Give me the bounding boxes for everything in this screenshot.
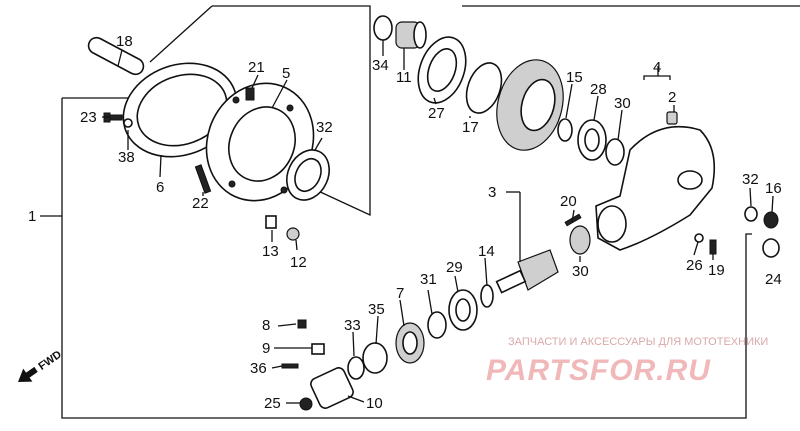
- part-11-bearing: [395, 21, 427, 49]
- part-33-circlip: [744, 206, 758, 222]
- callout-29: 29: [446, 259, 463, 276]
- part-3-pinion-gear: [495, 249, 559, 294]
- callout-7: 7: [396, 285, 404, 302]
- callout-27: 27: [428, 105, 445, 122]
- part-31-oil-seal-upper: [605, 138, 625, 166]
- callout-32: 32: [316, 119, 333, 136]
- part-8-nut: [297, 319, 307, 329]
- callout-16: 16: [765, 180, 782, 197]
- part-30-bearing: [569, 225, 591, 255]
- part-17-shim: [465, 62, 503, 114]
- callout-26: 26: [686, 257, 703, 274]
- part-37-bolt: [281, 363, 299, 369]
- callout-4: 4: [653, 59, 661, 76]
- callout-8: 8: [262, 317, 270, 334]
- callout-31-upper: 30: [614, 95, 631, 112]
- callout-19: 19: [708, 262, 725, 279]
- part-26-washer: [694, 233, 704, 243]
- callout-20: 20: [560, 193, 577, 210]
- part-16-nut: [763, 211, 779, 229]
- callout-21: 21: [248, 59, 265, 76]
- callout-31-lower: 31: [420, 271, 437, 288]
- part-38-washer: [123, 118, 133, 128]
- watermark-subtitle: ЗАПЧАСТИ И АКСЕССУАРЫ ДЛЯ МОТОТЕХНИКИ: [508, 336, 768, 348]
- callout-33: 32: [742, 171, 759, 188]
- callout-17: 17: [462, 119, 479, 136]
- part-19-bolt: [709, 239, 717, 255]
- part-36-o-ring: [362, 342, 388, 374]
- callout-12: 12: [290, 254, 307, 271]
- callout-22: 22: [192, 195, 209, 212]
- part-35-circlip: [373, 15, 393, 41]
- part-12-plug: [286, 227, 300, 241]
- callout-6: 6: [156, 179, 164, 196]
- part-18-dowel-pin: [87, 36, 145, 76]
- leader-lines: [40, 40, 774, 404]
- part-31-oil-seal-lower: [427, 311, 447, 339]
- callout-11: 11: [396, 69, 412, 86]
- part-22-bolt: [194, 164, 212, 194]
- fwd-label: FWD: [36, 349, 63, 373]
- part-2-breather: [666, 111, 678, 125]
- part-21-bolt: [245, 87, 255, 101]
- part-34-circlip: [347, 356, 365, 380]
- callout-28: 28: [590, 81, 607, 98]
- part-7-gear: [395, 322, 425, 364]
- part-25-nut: [299, 397, 313, 411]
- callout-1: 1: [28, 208, 36, 225]
- assembly-frame-lines: [61, 5, 800, 419]
- watermark: ЗАПЧАСТИ И АКСЕССУАРЫ ДЛЯ МОТОТЕХНИКИ PA…: [486, 336, 768, 387]
- part-9-clip: [311, 343, 325, 355]
- part-4-gear-case: [595, 125, 716, 251]
- watermark-brand: PARTSFOR.RU: [486, 354, 711, 387]
- callout-35: 34: [372, 57, 389, 74]
- part-28-bearing: [577, 119, 607, 161]
- part-14-shim: [480, 284, 494, 308]
- callout-18: 18: [116, 33, 133, 50]
- part-5-gasket-plate: [205, 82, 315, 202]
- callout-13: 13: [262, 243, 279, 260]
- callout-5: 5: [282, 65, 290, 82]
- callout-labels: 18 21 5 23 38 6 22 32 13 12 34 11 27 17 …: [28, 33, 782, 412]
- callout-3: 3: [488, 184, 496, 201]
- callout-24: 24: [765, 271, 782, 288]
- part-29-bearing: [448, 289, 478, 331]
- part-32-oil-seal: [286, 149, 330, 201]
- callout-34: 33: [344, 317, 361, 334]
- callout-15: 15: [566, 69, 583, 86]
- part-27-bearing: [417, 36, 467, 104]
- ring-gear: [496, 59, 564, 151]
- callout-25: 25: [264, 395, 281, 412]
- fwd-arrow: FWD: [18, 349, 64, 382]
- part-24-oil-seal: [762, 238, 780, 258]
- part-15-shim: [557, 118, 573, 142]
- callout-36: 35: [368, 301, 385, 318]
- callout-23: 23: [80, 109, 97, 126]
- part-13-nut: [265, 215, 277, 229]
- callout-30: 30: [572, 263, 589, 280]
- callout-38: 38: [118, 149, 135, 166]
- callout-14: 14: [478, 243, 495, 260]
- callout-37: 36: [250, 360, 267, 377]
- callout-2: 2: [668, 89, 676, 106]
- callout-9: 9: [262, 340, 270, 357]
- part-10-coupling: [310, 367, 354, 409]
- callout-10: 10: [366, 395, 383, 412]
